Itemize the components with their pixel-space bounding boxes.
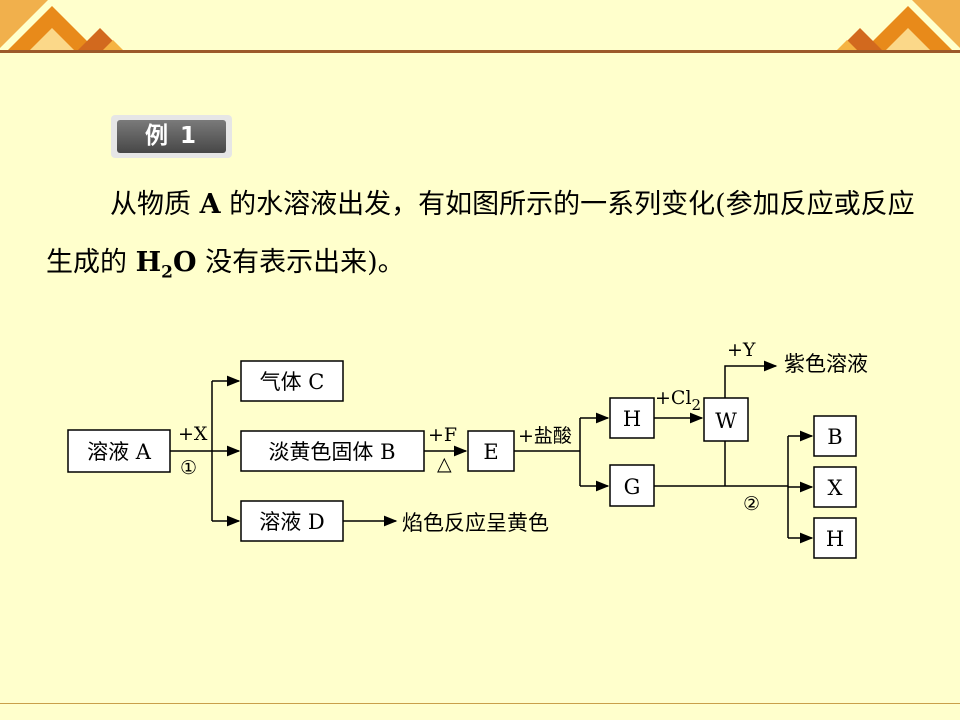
box-g bbox=[609, 464, 655, 507]
label-plus-f: +F bbox=[428, 424, 457, 446]
box-h-out bbox=[813, 517, 857, 559]
arrow-w-purple bbox=[724, 360, 778, 398]
box-yellow-solid-b bbox=[240, 430, 425, 472]
problem-part3: 没有表示出来)。 bbox=[196, 247, 405, 278]
box-w bbox=[703, 397, 749, 442]
box-b-out bbox=[813, 415, 857, 457]
label-gas-c: 气体 C bbox=[260, 370, 325, 394]
box-x-out bbox=[813, 466, 857, 508]
problem-substance-a: A bbox=[199, 189, 221, 220]
heat-symbol: △ bbox=[437, 453, 452, 475]
box-solution-d bbox=[240, 500, 344, 542]
label-solution-d: 溶液 D bbox=[259, 510, 325, 534]
bottom-rule bbox=[0, 703, 960, 704]
problem-part1: 从物质 bbox=[110, 189, 200, 220]
top-rule bbox=[0, 50, 960, 53]
label-solution-a: 溶液 A bbox=[87, 440, 152, 464]
label-purple-solution: 紫色溶液 bbox=[784, 352, 868, 376]
corner-triangles-left bbox=[0, 0, 123, 50]
label-x-out: X bbox=[828, 476, 843, 500]
label-hcl: +盐酸 bbox=[518, 425, 572, 447]
corner-triangles-right bbox=[837, 0, 960, 50]
problem-text: 从物质 A 的水溶液出发，有如图所示的一系列变化(参加反应或反应生成的 H2O … bbox=[46, 176, 926, 301]
example-label: 例 1 bbox=[117, 120, 226, 153]
label-h-out: H bbox=[826, 527, 844, 551]
formula-subscript: 2 bbox=[161, 262, 173, 283]
label-w: W bbox=[715, 409, 737, 433]
formula-h: H bbox=[135, 247, 162, 278]
label-h-top: H bbox=[623, 407, 641, 431]
label-e: E bbox=[483, 440, 498, 464]
label-plus-cl2: +Cl2 bbox=[655, 387, 701, 414]
label-yellow-solid-b: 淡黄色固体 B bbox=[268, 440, 395, 464]
formula-o: O bbox=[172, 247, 197, 278]
box-solution-a bbox=[67, 429, 171, 473]
example-badge: 例 1 bbox=[111, 115, 232, 158]
problem-part2: 的水溶液出发，有如图所示的一系列变化(参加反应或反应生成的 bbox=[46, 189, 915, 278]
box-e bbox=[467, 430, 515, 472]
label-b-out: B bbox=[827, 425, 842, 449]
label-step-1: ① bbox=[180, 457, 197, 479]
label-step-2: ② bbox=[743, 493, 760, 515]
label-plus-y: +Y bbox=[727, 339, 756, 361]
label-plus-x: +X bbox=[178, 423, 208, 445]
label-flame-test: 焰色反应呈黄色 bbox=[402, 511, 549, 535]
box-gas-c bbox=[240, 360, 344, 402]
label-g: G bbox=[624, 475, 641, 499]
